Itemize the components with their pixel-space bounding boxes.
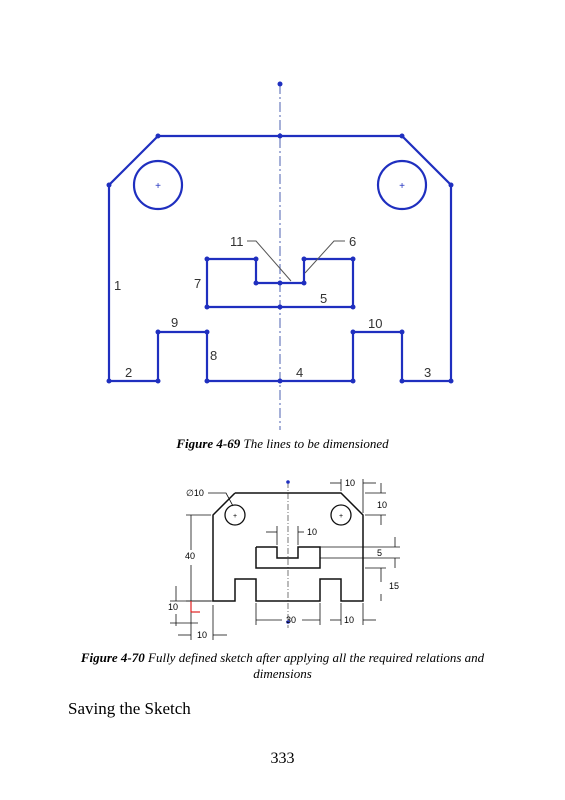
section-heading: Saving the Sketch [68, 699, 191, 718]
label-6: 6 [349, 234, 356, 249]
dim-height-15: 15 [389, 581, 399, 591]
dim-height-40: 40 [185, 551, 195, 561]
dim-top-chamfer: 10 [345, 478, 355, 488]
svg-text:+: + [233, 513, 237, 520]
dim-small-5: 5 [377, 548, 382, 558]
svg-text:+: + [155, 181, 161, 192]
page-number: 333 [270, 750, 295, 767]
label-2: 2 [125, 365, 132, 380]
dim-center-slot: 10 [307, 527, 317, 537]
dim-bottom-right-10: 10 [344, 615, 354, 625]
svg-text:+: + [339, 513, 343, 520]
label-4: 4 [296, 365, 303, 380]
label-3: 3 [424, 365, 431, 380]
left-hole [132, 159, 184, 211]
dim-diameter: ∅10 [186, 488, 204, 498]
label-9: 9 [171, 315, 178, 330]
caption-text: The lines to be dimensioned [240, 436, 389, 451]
svg-text:+: + [399, 181, 405, 192]
figure-4-69-caption: Figure 4-69 The lines to be dimensioned [0, 436, 565, 452]
caption-label-2: Figure 4-70 [80, 650, 145, 665]
dim-right-top: 10 [377, 500, 387, 510]
label-5: 5 [320, 291, 327, 306]
right-hole [376, 159, 428, 211]
label-11: 11 [230, 234, 244, 249]
dim-bottom-left-10: 10 [197, 630, 207, 640]
label-10: 10 [368, 316, 382, 331]
figure-4-70-caption: Figure 4-70 Fully defined sketch after a… [60, 650, 505, 682]
label-7: 7 [194, 276, 201, 291]
label-8: 8 [210, 348, 217, 363]
dim-bottom-30: 30 [286, 615, 296, 625]
caption-text-2: Fully defined sketch after applying all … [144, 650, 485, 681]
dim-left-10: 10 [168, 602, 178, 612]
label-1: 1 [114, 278, 121, 293]
caption-label: Figure 4-69 [176, 436, 241, 451]
